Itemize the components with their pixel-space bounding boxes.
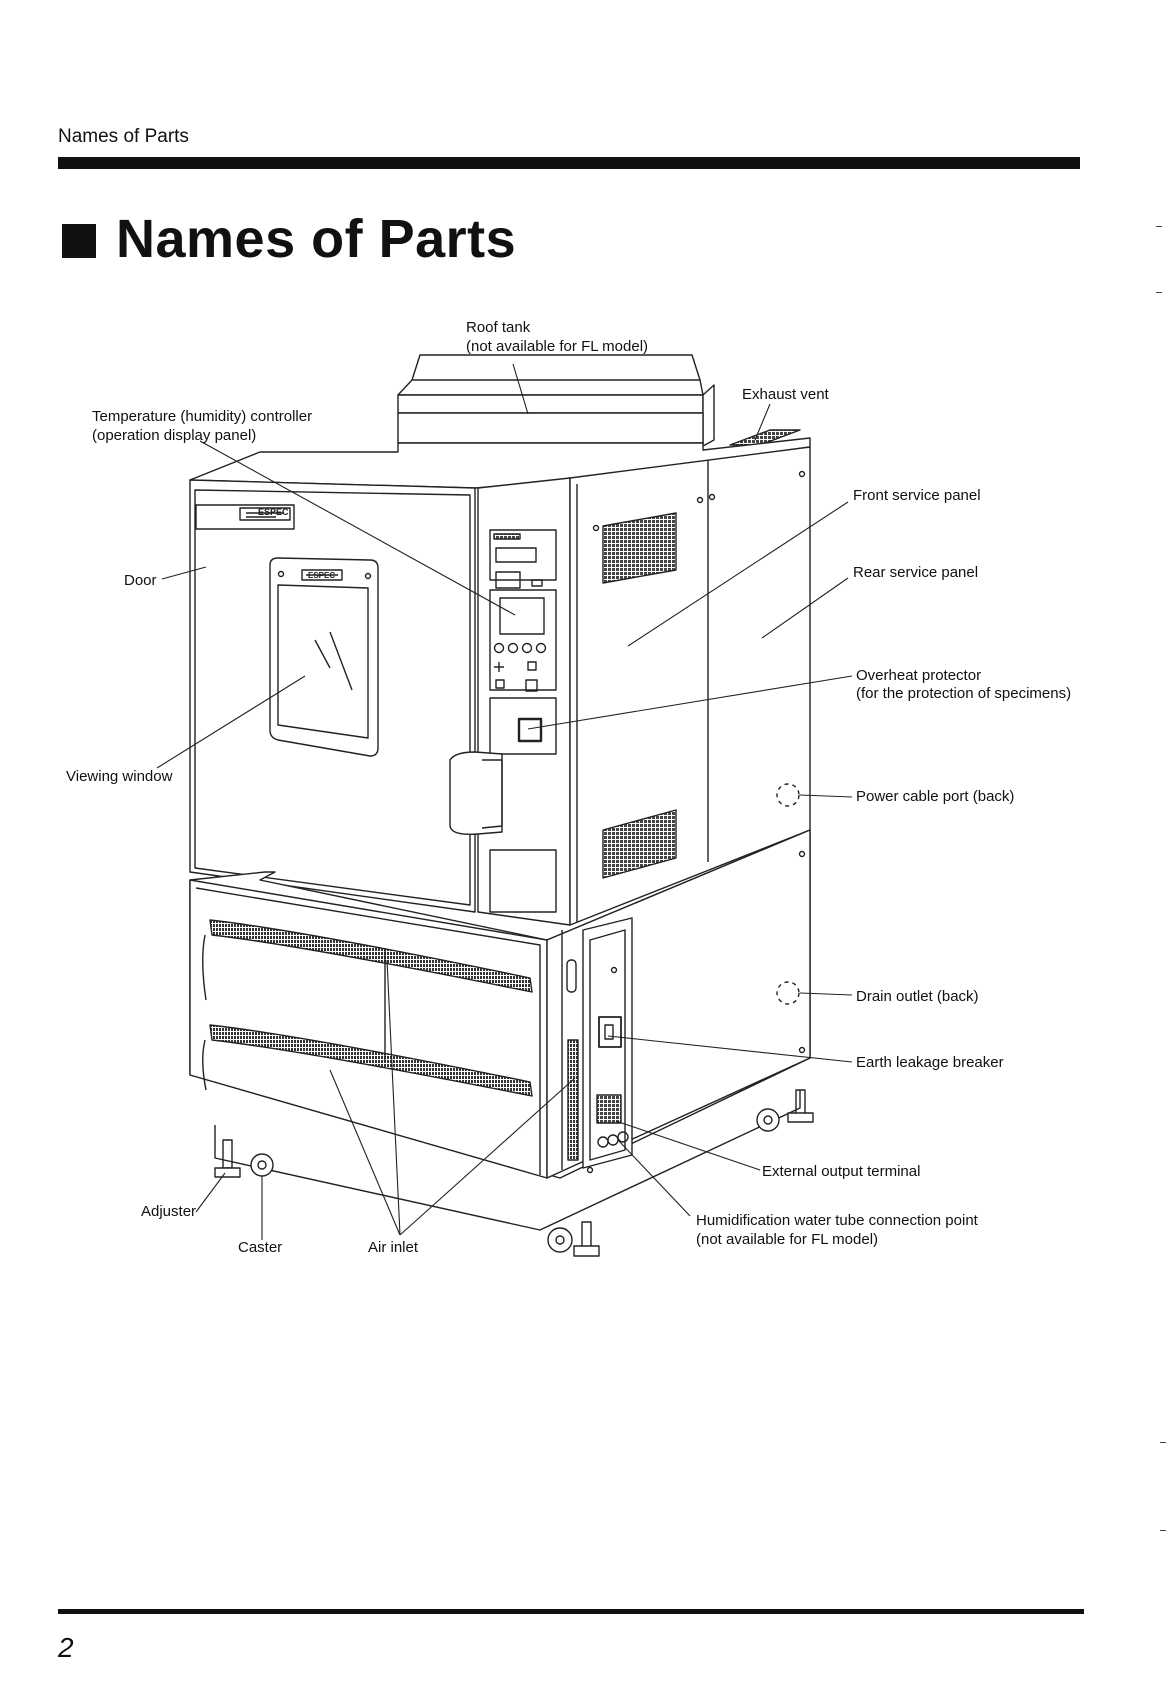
label-earth-leakage-breaker: Earth leakage breaker xyxy=(856,1054,1004,1071)
door-handle xyxy=(449,751,503,835)
casters-adjusters xyxy=(214,1089,814,1257)
power-cable-port xyxy=(776,783,800,807)
label-door: Door xyxy=(124,572,157,589)
label-drain-outlet: Drain outlet (back) xyxy=(856,988,979,1005)
footer-rule xyxy=(58,1609,1084,1614)
page-title: Names of Parts xyxy=(116,209,517,269)
roof-tank xyxy=(397,354,715,451)
label-front-service-panel: Front service panel xyxy=(853,487,981,504)
header-rule xyxy=(58,157,1080,169)
label-humidification-tube: Humidification water tube connection poi… xyxy=(696,1212,978,1229)
label-overheat-note: (for the protection of specimens) xyxy=(856,685,1072,702)
label-caster: Caster xyxy=(238,1239,283,1256)
label-viewing-window: Viewing window xyxy=(66,768,173,785)
label-controller: Temperature (humidity) controller xyxy=(92,408,313,425)
scan-speck xyxy=(1156,226,1162,227)
nameplate-brand: ESPEC xyxy=(308,571,335,580)
leader-lines xyxy=(156,363,853,1240)
label-power-cable-port: Power cable port (back) xyxy=(856,788,1015,805)
running-head: Names of Parts xyxy=(58,126,189,147)
viewing-window xyxy=(269,557,379,757)
label-rear-service-panel: Rear service panel xyxy=(853,564,979,581)
door xyxy=(194,489,471,906)
scan-speck xyxy=(1156,292,1162,293)
label-external-output-terminal: External output terminal xyxy=(762,1163,921,1180)
scan-speck xyxy=(1160,1530,1166,1531)
scan-speck xyxy=(1160,1442,1166,1443)
label-air-inlet: Air inlet xyxy=(368,1239,419,1256)
label-overheat-protector: Overheat protector xyxy=(856,667,982,684)
label-controller-note: (operation display panel) xyxy=(92,427,257,444)
label-adjuster: Adjuster xyxy=(141,1203,197,1220)
page-number: 2 xyxy=(58,1632,74,1663)
label-exhaust-vent: Exhaust vent xyxy=(742,386,829,403)
drain-outlet xyxy=(776,981,800,1005)
label-roof-tank-note: (not available for FL model) xyxy=(466,338,649,355)
nameplate-brand: ESPEC xyxy=(258,507,289,517)
title-bullet-icon xyxy=(62,224,96,258)
label-roof-tank: Roof tank xyxy=(466,319,531,336)
base-cabinet xyxy=(189,829,811,1231)
label-humidification-tube-note: (not available for FL model) xyxy=(696,1231,879,1248)
page-title-block: Names of Parts xyxy=(62,208,516,270)
